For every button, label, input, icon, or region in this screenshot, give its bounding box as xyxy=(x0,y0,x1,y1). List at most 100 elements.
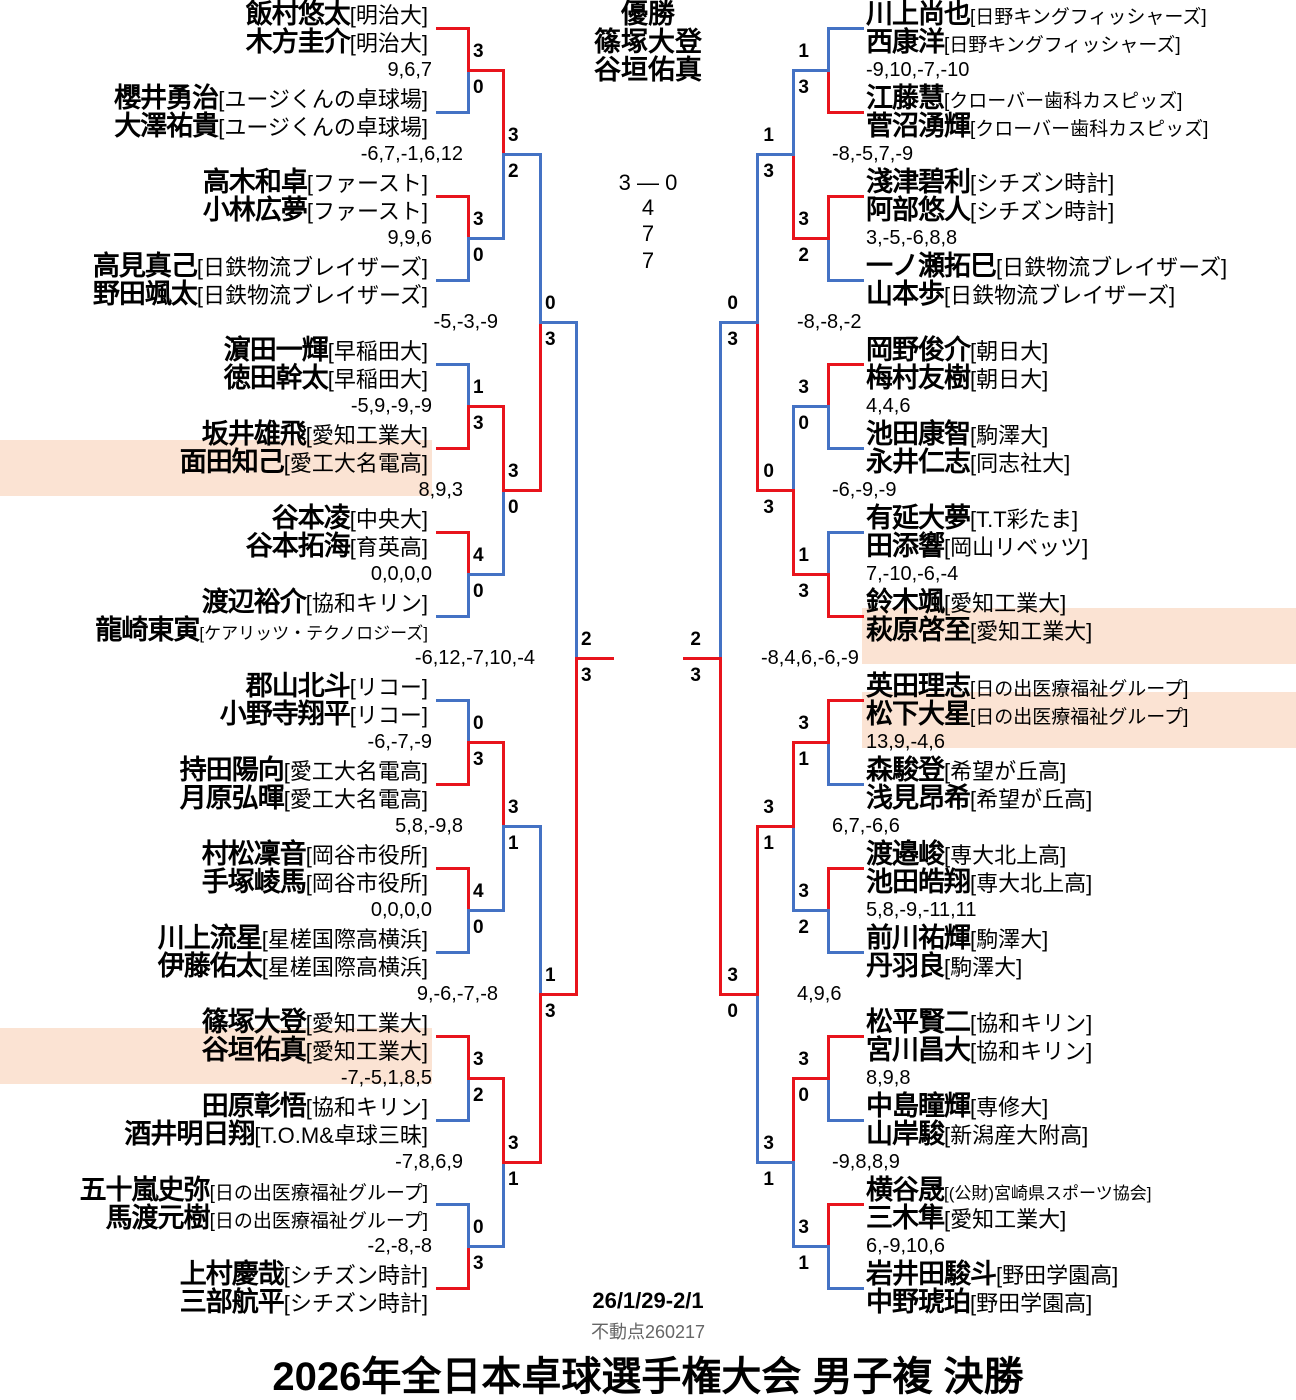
player-row: 月原弘暉愛工大名電高 xyxy=(180,784,428,812)
match-score: 3 xyxy=(798,77,809,98)
match-score: 3 xyxy=(508,461,519,482)
player-name: 松平賢二 xyxy=(866,1007,971,1037)
bracket-line xyxy=(826,531,830,576)
player-team: 愛知工業大 xyxy=(970,619,1092,644)
player-team: ユージくんの卓球場 xyxy=(218,115,428,140)
player-name: 手塚崚馬 xyxy=(201,867,307,897)
bracket-line xyxy=(826,1077,830,1122)
game-scores: -7,8,6,9 xyxy=(395,1151,463,1173)
bracket-line xyxy=(718,657,722,996)
champion-player-1: 篠塚大登 xyxy=(594,27,702,57)
game-scores: -2,-8,-8 xyxy=(367,1235,432,1257)
player-name: 伊藤佑太 xyxy=(157,951,263,981)
bracket-line xyxy=(719,320,759,324)
match-score: 3 xyxy=(473,41,484,62)
player-team: 愛工大名電高 xyxy=(284,451,428,476)
player-name: 田原彰悟 xyxy=(201,1091,307,1121)
match-score: 2 xyxy=(581,629,592,650)
bracket-line xyxy=(827,362,864,366)
player-name: 英田理志 xyxy=(866,671,971,701)
bracket-line xyxy=(791,489,795,576)
bracket-line xyxy=(827,110,864,114)
player-name: 野田颯太 xyxy=(92,279,198,309)
bracket-line xyxy=(436,1118,470,1122)
match-score: 0 xyxy=(473,77,484,98)
match-score: 0 xyxy=(798,413,809,434)
bracket-line xyxy=(466,699,470,744)
bracket-line xyxy=(755,825,759,996)
player-row: 中島瞳輝専修大 xyxy=(866,1092,1048,1120)
player-team: 中央大 xyxy=(350,507,428,532)
player-team: 育英高 xyxy=(350,535,428,560)
bracket-line xyxy=(467,236,505,240)
player-name: 前川祐輝 xyxy=(866,923,971,953)
match-score: 3 xyxy=(798,1049,809,1070)
champion-label: 優勝 xyxy=(621,0,675,29)
bracket-line xyxy=(467,404,505,408)
bracket-line xyxy=(827,866,864,870)
player-row: 宮川昌大協和キリン xyxy=(866,1036,1092,1064)
bracket-line xyxy=(466,741,470,786)
match-score: 0 xyxy=(473,245,484,266)
player-name: 淺津碧利 xyxy=(866,167,971,197)
bracket-line xyxy=(502,488,542,492)
player-name: 田添響 xyxy=(866,531,945,561)
bracket-line xyxy=(791,1077,795,1164)
match-score: 0 xyxy=(473,917,484,938)
player-row: 持田陽向愛工大名電高 xyxy=(180,756,428,784)
player-name: 鈴木颯 xyxy=(866,587,945,617)
bracket-line xyxy=(827,1034,864,1038)
player-name: 面田知己 xyxy=(179,447,285,477)
match-score: 3 xyxy=(798,881,809,902)
player-team: リコー xyxy=(350,675,428,700)
champion-player-2: 谷垣佑真 xyxy=(594,55,702,85)
bracket-line xyxy=(574,321,578,660)
player-team: 日野キングフィッシャーズ xyxy=(944,35,1181,56)
bracket-line xyxy=(827,698,864,702)
match-score: 3 xyxy=(763,1133,774,1154)
player-row: 阿部悠人シチズン時計 xyxy=(866,196,1114,224)
match-score: 0 xyxy=(727,293,738,314)
bracket-line xyxy=(826,699,830,744)
bracket-line xyxy=(436,782,470,786)
player-team: 明治大 xyxy=(350,3,428,28)
player-name: 江藤慧 xyxy=(866,83,945,113)
bracket-line xyxy=(826,573,830,618)
bracket-line xyxy=(827,614,864,618)
game-scores: -6,12,-7,10,-4 xyxy=(414,647,535,669)
player-team: 岡谷市役所 xyxy=(306,871,428,896)
bracket-line xyxy=(502,152,542,156)
player-team: 朝日大 xyxy=(970,339,1048,364)
game-scores: -8,4,6,-6,-9 xyxy=(761,647,859,669)
player-row: 岩井田駿斗野田学園高 xyxy=(866,1260,1118,1288)
bracket-line xyxy=(539,320,578,324)
bracket-line xyxy=(502,1160,542,1164)
player-row: 徳田幹太早稲田大 xyxy=(224,364,428,392)
match-score: 3 xyxy=(508,797,519,818)
bracket-line xyxy=(827,950,864,954)
match-score: 3 xyxy=(727,329,738,350)
player-name: 川上尚也 xyxy=(866,0,971,29)
player-name: 木方圭介 xyxy=(245,27,351,57)
match-score: 3 xyxy=(690,665,701,686)
bracket-line xyxy=(466,531,470,576)
player-name: 渡邉峻 xyxy=(866,839,945,869)
game-scores: 4,9,6 xyxy=(797,983,842,1005)
bracket-line xyxy=(466,909,470,954)
bracket-line xyxy=(827,194,864,198)
bracket-line xyxy=(791,1161,795,1248)
game-scores: 9,-6,-7,-8 xyxy=(416,983,498,1005)
player-name: 坂井雄飛 xyxy=(201,419,307,449)
bracket-line xyxy=(826,195,830,240)
player-team: (公財)宮崎県スポーツ協会 xyxy=(944,1184,1151,1203)
match-score: 3 xyxy=(798,377,809,398)
bracket-line xyxy=(436,1286,470,1290)
match-score: 1 xyxy=(763,833,774,854)
bracket-line xyxy=(683,656,722,660)
player-team: リコー xyxy=(350,703,428,728)
player-name: 谷垣佑真 xyxy=(201,1035,307,1065)
player-row: 渡邉峻専大北上高 xyxy=(866,840,1066,868)
bracket-line xyxy=(538,993,542,1164)
match-score: 1 xyxy=(545,965,556,986)
match-score: 1 xyxy=(798,545,809,566)
